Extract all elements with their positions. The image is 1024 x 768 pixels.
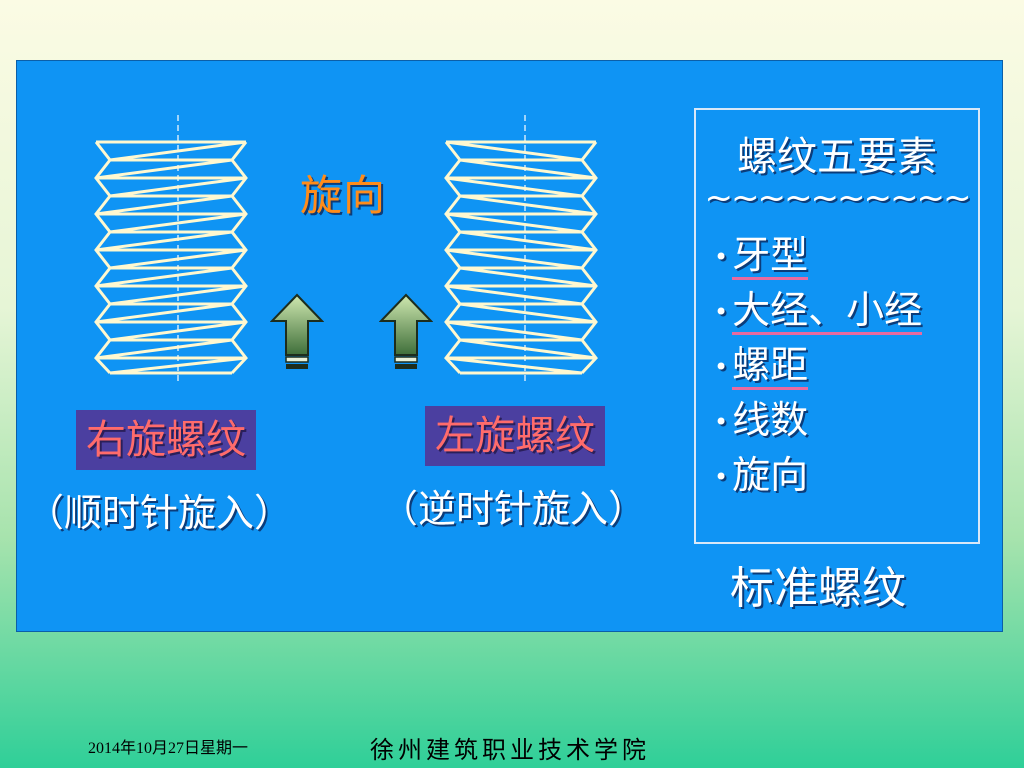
- list-item: •牙型: [714, 228, 922, 283]
- left-hand-thread-label: 左旋螺纹: [425, 406, 605, 466]
- bullet-icon: •: [714, 353, 729, 381]
- list-item: •大经、小经: [714, 283, 923, 338]
- bullet-icon: •: [714, 298, 729, 326]
- direction-title: 旋向: [300, 171, 387, 220]
- standard-thread-label: 标准螺纹: [730, 563, 906, 614]
- school-name: 徐州建筑职业技术学院: [370, 736, 650, 764]
- right-hand-thread-label: 右旋螺纹: [76, 410, 256, 470]
- left-hand-thread-drawing: [444, 115, 598, 383]
- right-hand-thread-drawing: [94, 115, 248, 383]
- list-item: •旋向: [714, 448, 922, 503]
- right-hand-thread-subtitle: （顺时针旋入）: [26, 491, 293, 535]
- five-elements-box: 螺纹五要素 ~~~~~~~~~~ •牙型 •大经、小经 •螺距 •线数 •旋向: [694, 108, 980, 544]
- list-item-text: 牙型: [732, 233, 809, 280]
- list-item: •螺距: [714, 338, 922, 393]
- list-item: •线数: [714, 393, 922, 448]
- separator-line: ~~~~~~~~~~: [704, 178, 972, 218]
- list-item-text: 螺距: [732, 343, 809, 390]
- bullet-icon: •: [714, 243, 729, 271]
- bullet-icon: •: [714, 463, 729, 491]
- up-arrow-icon: [270, 293, 324, 369]
- list-item-text: 大经、小经: [732, 288, 923, 335]
- slide-date: 2014年10月27日星期一: [88, 740, 249, 757]
- bullet-icon: •: [714, 408, 729, 436]
- left-hand-thread-subtitle: （逆时针旋入）: [380, 487, 647, 531]
- up-arrow-icon: [379, 293, 433, 369]
- five-elements-title: 螺纹五要素: [737, 134, 937, 180]
- five-elements-list: •牙型 •大经、小经 •螺距 •线数 •旋向: [714, 228, 923, 503]
- list-item-text: 线数: [732, 398, 809, 442]
- list-item-text: 旋向: [732, 453, 809, 497]
